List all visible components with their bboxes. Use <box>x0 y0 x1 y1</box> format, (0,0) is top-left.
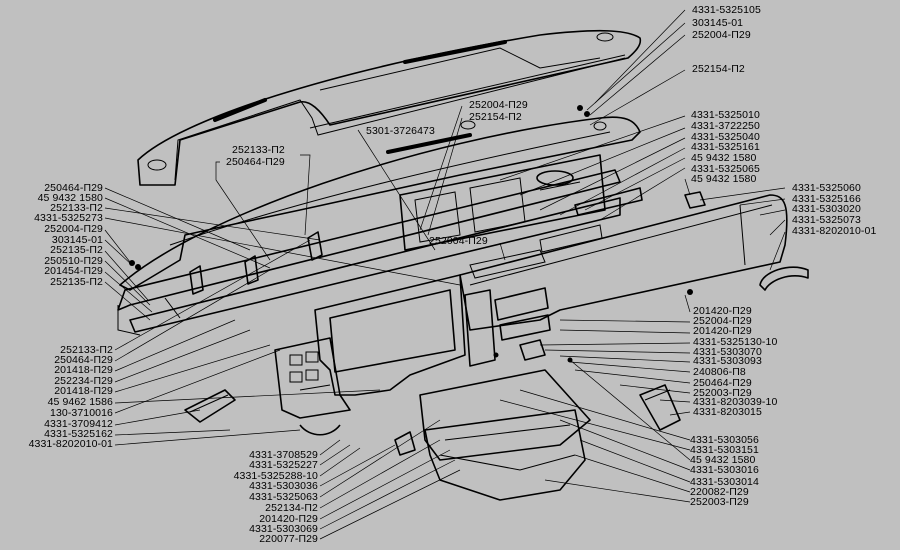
part-label: 45 9432 1580 <box>690 454 756 466</box>
part-label: 201420-П29 <box>693 325 752 337</box>
part-label: 4331-5303093 <box>693 355 762 367</box>
part-label: 252135-П2 <box>50 276 103 288</box>
part-label: 4331-8203015 <box>693 406 762 418</box>
part-label: 252003-П29 <box>690 496 749 508</box>
part-label: 201420-П29 <box>259 513 318 525</box>
part-label: 45 9432 1580 <box>37 192 103 204</box>
part-label: 4331-5325161 <box>691 141 760 153</box>
upper-dash-cover <box>137 29 642 186</box>
part-label: 252133-П2 <box>60 344 113 356</box>
part-label: 4331-5303036 <box>249 480 318 492</box>
glovebox <box>419 369 591 501</box>
part-label: 252234-П29 <box>54 375 113 387</box>
part-label: 250464-П29 <box>44 182 103 194</box>
small-parts <box>129 105 809 456</box>
part-label: 4331-5325273 <box>34 212 103 224</box>
part-label: 4331-8202010-01 <box>28 438 113 450</box>
part-label: 252004-П29 <box>44 223 103 235</box>
part-label: 252135-П2 <box>50 244 103 256</box>
part-label: 252004-П29 <box>693 315 752 327</box>
leader-lines <box>104 9 786 540</box>
part-label: 4331-5325063 <box>249 491 318 503</box>
part-label: 252003-П29 <box>693 387 752 399</box>
main-dashboard-body <box>459 194 788 367</box>
lower-dash-cover <box>119 116 641 291</box>
part-label: 4331-5325227 <box>249 459 318 471</box>
part-label: 4331-8202010-01 <box>792 225 877 237</box>
part-label: 201454-П29 <box>44 265 103 277</box>
part-label: 4331-3709412 <box>44 418 113 430</box>
part-label: 201418-П29 <box>54 364 113 376</box>
part-label: 252154-П2 <box>692 63 745 75</box>
part-label: 252004-П29 <box>429 235 488 247</box>
part-label: 4331-8203039-10 <box>693 396 778 408</box>
part-label: 250464-П29 <box>226 156 285 168</box>
part-label: 220082-П29 <box>690 486 749 498</box>
part-label: 240806-П8 <box>693 366 746 378</box>
part-label: 130-3710016 <box>50 407 113 419</box>
lower-left-panel <box>274 274 466 419</box>
part-label: 303145-01 <box>51 234 103 246</box>
part-label: 45 9462 1586 <box>47 396 113 408</box>
part-label: 4331-5325040 <box>691 131 760 143</box>
part-label: 252004-П29 <box>469 99 528 111</box>
part-label: 252154-П2 <box>469 111 522 123</box>
part-label: 4331-5303016 <box>690 464 759 476</box>
part-label: 252133-П2 <box>50 202 103 214</box>
part-label: 252004-П29 <box>692 29 751 41</box>
part-label: 303145-01 <box>692 17 744 29</box>
part-label: 4331-5303020 <box>792 203 861 215</box>
part-label: 45 9432 1580 <box>691 173 757 185</box>
part-label: 4331-5303014 <box>690 476 759 488</box>
part-label: 220077-П29 <box>259 533 318 545</box>
part-label: 250464-П29 <box>693 377 752 389</box>
part-label: 4331-5325130-10 <box>693 336 778 348</box>
part-label: 4331-5325105 <box>692 4 761 16</box>
part-label: 250510-П29 <box>44 255 103 267</box>
part-label: 4331-5325162 <box>44 428 113 440</box>
part-label: 4331-5325166 <box>792 193 861 205</box>
part-label: 4331-3708529 <box>249 449 318 461</box>
part-label: 201420-П29 <box>693 305 752 317</box>
part-label: 4331-5303151 <box>690 444 759 456</box>
part-label: 4331-5303070 <box>693 346 762 358</box>
part-label: 4331-5325073 <box>792 214 861 226</box>
part-label: 252133-П2 <box>232 144 285 156</box>
part-label: 4331-5303069 <box>249 523 318 535</box>
part-label: 201418-П29 <box>54 385 113 397</box>
part-label: 4331-5325060 <box>792 182 861 194</box>
part-label: 4331-5325065 <box>691 163 760 175</box>
part-label: 45 9432 1580 <box>691 152 757 164</box>
part-label: 4331-3722250 <box>691 120 760 132</box>
part-label: 4331-5325288-10 <box>233 470 318 482</box>
part-label: 252134-П2 <box>265 502 318 514</box>
part-label: 5301-3726473 <box>366 125 435 137</box>
part-label: 250464-П29 <box>54 354 113 366</box>
part-label: 4331-5303056 <box>690 434 759 446</box>
part-label: 4331-5325010 <box>691 109 760 121</box>
